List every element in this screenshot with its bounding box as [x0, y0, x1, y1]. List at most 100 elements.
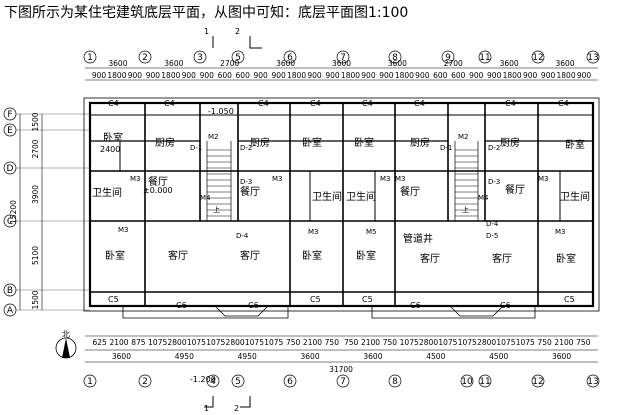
axis-label-A: A	[7, 306, 14, 316]
axis-bubble-bottom-5	[231, 374, 245, 388]
dim-top-inner-4: 1800	[161, 71, 180, 80]
axis-label-top-12: 12	[532, 53, 543, 63]
door-m2-1: M2	[208, 133, 219, 141]
window-c6-3: C6	[410, 301, 421, 310]
dim-bottom-mid-7: 3600	[552, 352, 571, 361]
dim-top-inner-15: 900	[361, 71, 376, 80]
axis-label-top-1: 1	[87, 53, 93, 63]
axis-bubble-top-7	[336, 50, 350, 64]
dim-bottom-inner-20: 2800	[477, 338, 496, 347]
dim-top-outer-3: 3600	[276, 59, 295, 68]
axis-label-bottom-12: 12	[532, 377, 543, 387]
room-bedroom-6: 卧室	[356, 249, 376, 262]
room-bath-3: 卫生间	[346, 190, 376, 203]
dim-left-4: 1500	[31, 290, 40, 309]
dim-bottom-inner-0: 625	[93, 338, 108, 347]
axis-bubble-bottom-6	[283, 374, 297, 388]
axis-bubble-top-3	[193, 50, 207, 64]
window-c5-2: C5	[310, 295, 321, 304]
axis-bubble-bottom-11	[478, 374, 492, 388]
section-mark-1-bottom: 1	[204, 404, 209, 413]
axis-bubble-bottom-2	[138, 374, 152, 388]
door-m3-8: M3	[555, 228, 566, 236]
dim-bottom-inner-6: 1075	[206, 338, 225, 347]
north-arrow-icon	[55, 337, 77, 359]
dim-bottom-inner-7: 2800	[226, 338, 245, 347]
dim-bottom-inner-14: 2100	[361, 338, 380, 347]
dim-top-inner-2: 900	[128, 71, 143, 80]
dim-top-inner-22: 900	[487, 71, 502, 80]
dim-bottom-inner-17: 2800	[419, 338, 438, 347]
dim-top-inner-7: 600	[218, 71, 233, 80]
axis-label-bottom-8: 8	[392, 377, 398, 387]
room-bedroom-1: 卧室	[103, 131, 123, 144]
axis-label-E: E	[7, 126, 13, 136]
axis-label-bottom-4: 4	[210, 377, 216, 387]
dim-top-outer-4: 3600	[332, 59, 351, 68]
dim-bottom-inner-24: 2100	[554, 338, 573, 347]
dim-top-inner-23: 1800	[503, 71, 522, 80]
dim-bottom-inner-22: 1075	[516, 338, 535, 347]
axis-label-top-3: 3	[197, 53, 203, 63]
dim-bottom-inner-18: 1075	[438, 338, 457, 347]
door-m4-1: M4	[200, 194, 211, 202]
room-dining-3: 餐厅	[400, 185, 420, 198]
dim-left-total: 15200	[9, 200, 18, 224]
dim-top-outer-1: 3600	[164, 59, 183, 68]
axis-bubble-top-5	[231, 50, 245, 64]
section-mark-2-bottom: 2	[234, 404, 239, 413]
dimension-lines	[19, 67, 598, 363]
window-c4-2: C4	[164, 99, 175, 108]
axis-bubble-top-6	[283, 50, 297, 64]
axis-bubble-bottom-1	[83, 374, 97, 388]
dim-bottom-inner-21: 1075	[496, 338, 515, 347]
dim-bottom-mid-3: 3600	[301, 352, 320, 361]
dim-bottom-inner-16: 1075	[400, 338, 419, 347]
dim-bottom-inner-3: 1075	[148, 338, 167, 347]
dim-top-outer-2: 2700	[220, 59, 239, 68]
room-kitchen-1: 厨房	[155, 136, 175, 149]
room-bath-2: 卫生间	[312, 190, 342, 203]
dim-top-inner-9: 900	[253, 71, 268, 80]
section-mark-2-top: 2	[235, 27, 240, 36]
dim-top-inner-3: 900	[146, 71, 161, 80]
room-bedroom-8: 卧室	[556, 252, 576, 265]
axis-bubble-bottom-10	[460, 374, 474, 388]
dim-bottom-inner-25: 750	[576, 338, 591, 347]
stair-up-label: 上	[213, 205, 220, 214]
dim-bottom-mid-2: 4950	[238, 352, 257, 361]
dim-top-inner-27: 900	[577, 71, 592, 80]
window-c4-7: C4	[505, 99, 516, 108]
dim-left-0: 1500	[31, 112, 40, 131]
dim-top-inner-20: 600	[451, 71, 466, 80]
room-bedroom-2: 卧室	[105, 249, 125, 262]
dim-top-inner-16: 900	[379, 71, 394, 80]
room-living-3: 客厅	[420, 252, 440, 265]
axis-label-top-9: 9	[445, 53, 451, 63]
axis-bubble-bottom-7	[336, 374, 350, 388]
door-m3-1: M3	[130, 175, 141, 183]
door-m3-6: M3	[395, 175, 406, 183]
dim-bottom-inner-19: 1075	[458, 338, 477, 347]
axis-label-bottom-2: 2	[142, 377, 148, 387]
dim-top-inner-1: 1800	[107, 71, 126, 80]
window-c6-4: C6	[500, 301, 511, 310]
axis-label-bottom-7: 7	[340, 377, 346, 387]
room-bath-1: 卫生间	[92, 186, 122, 199]
axis-bubble-bottom-8	[388, 374, 402, 388]
door-m3-4: M3	[308, 228, 319, 236]
north-label: 北	[62, 330, 70, 339]
door-d5: D-5	[486, 232, 498, 240]
room-bath-4: 卫生间	[560, 190, 590, 203]
door-m3-2: M3	[118, 226, 129, 234]
room-bedroom-3: 卧室	[302, 136, 322, 149]
window-c6-2: C6	[248, 301, 259, 310]
opening-labels: C4 C4 C4 C4 C4 C4 C4 C4 C5 C5 C5 C5 C6 C…	[108, 99, 575, 310]
dim-bottom-inner-1: 2100	[109, 338, 128, 347]
section-marks-top	[212, 36, 262, 49]
room-living-4: 客厅	[492, 252, 512, 265]
